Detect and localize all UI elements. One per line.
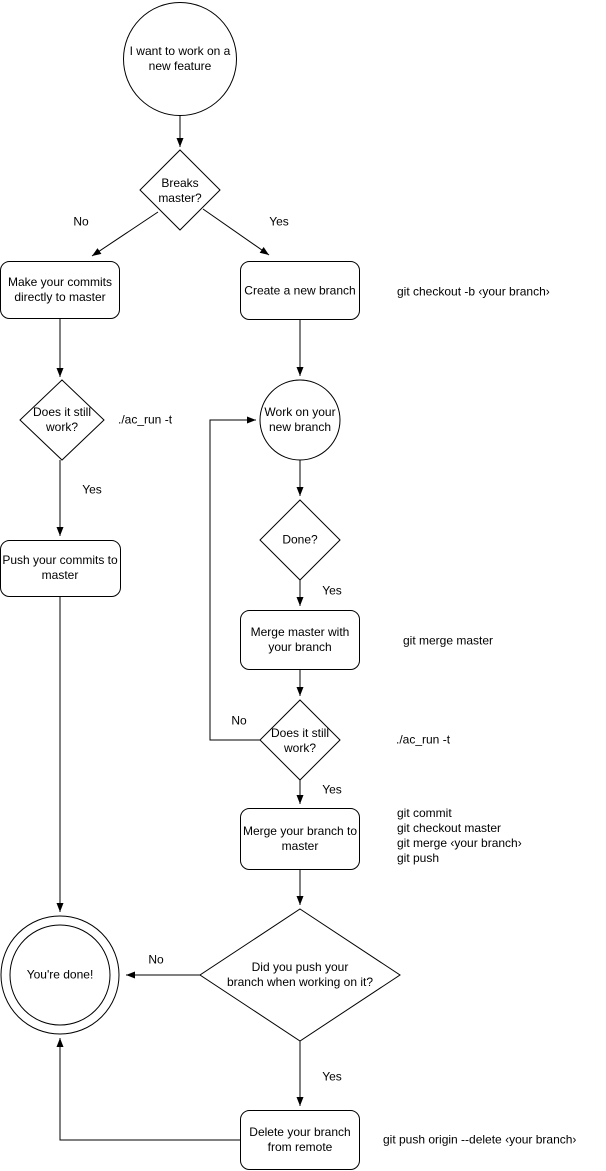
done-decision-shape [259, 499, 341, 581]
work-branch-node-shape [259, 379, 341, 461]
still-work-right-decision-shape [259, 699, 341, 781]
edge-breaks-no-to-make-commits [91, 211, 159, 257]
breaks-master-decision-shape [139, 149, 221, 231]
push-commits-box-shape [0, 540, 121, 597]
start-node-shape [123, 2, 237, 116]
edge-breaks-yes-to-create-branch [202, 208, 270, 256]
create-branch-box-shape [240, 261, 360, 320]
edge-delete-branch-to-youre-done [56, 1038, 240, 1141]
delete-branch-box-shape [240, 1110, 360, 1170]
did-push-decision-shape [199, 908, 401, 1042]
youre-done-inner-circle-shape [9, 924, 111, 1026]
edge-still-work-right-no-loop [209, 416, 260, 741]
make-commits-box-shape [0, 261, 120, 319]
merge-master-box-shape [240, 610, 360, 670]
merge-branch-box-shape [240, 808, 360, 870]
still-work-left-decision-shape [19, 379, 105, 461]
